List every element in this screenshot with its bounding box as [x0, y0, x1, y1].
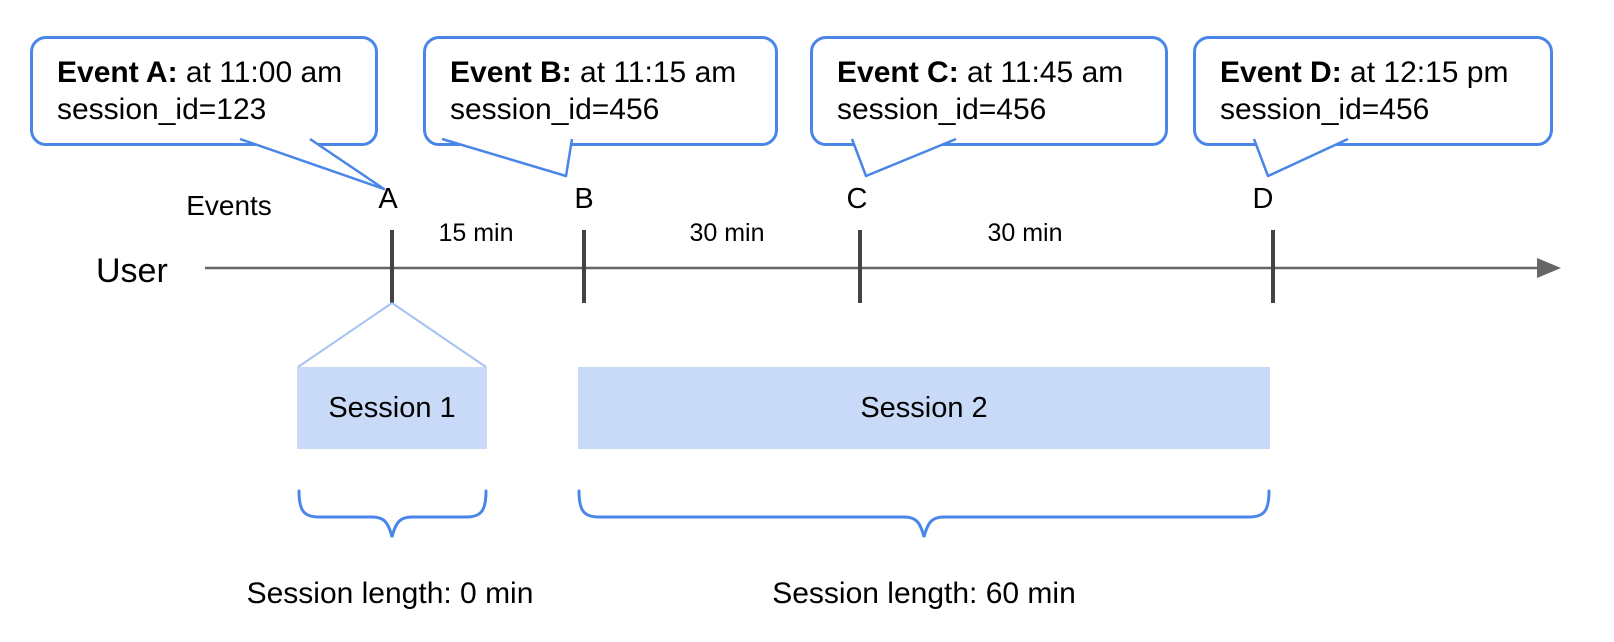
session-2-length-label: Session length: 60 min: [772, 577, 1076, 610]
event-b-callout-line1: Event B: at 11:15 am: [450, 54, 765, 91]
event-a-session-id: session_id=123: [57, 93, 267, 126]
event-c-session-id: session_id=456: [837, 93, 1047, 126]
event-b-time: at 11:15 am: [580, 56, 737, 89]
session-1-label: Session 1: [328, 391, 456, 424]
event-d-callout: Event D: at 12:15 pm session_id=456: [1193, 36, 1553, 146]
events-row-label: Events: [186, 190, 272, 221]
user-axis-label: User: [96, 252, 168, 290]
event-b-callout: Event B: at 11:15 am session_id=456: [423, 36, 778, 146]
timeline-arrowhead-icon: [1537, 258, 1561, 278]
event-a-time: at 11:00 am: [185, 56, 343, 89]
event-c-time: at 11:45 am: [967, 56, 1124, 89]
event-mark-d: D: [1252, 183, 1274, 215]
session-2-label: Session 2: [860, 391, 988, 424]
event-b-title: Event B:: [450, 56, 572, 89]
session-2-bar: Session 2: [578, 367, 1270, 449]
funnel-line-right: [391, 302, 487, 368]
session-1-brace-icon: [297, 489, 488, 538]
event-a-callout-line1: Event A: at 11:00 am: [57, 54, 365, 91]
event-a-title: Event A:: [57, 56, 178, 89]
event-mark-b: B: [574, 183, 594, 215]
funnel-line-left: [297, 302, 393, 368]
interval-c-d: 30 min: [987, 219, 1063, 247]
session-2-brace-icon: [577, 489, 1271, 538]
interval-b-c: 30 min: [689, 219, 765, 247]
event-b-session-id: session_id=456: [450, 93, 660, 126]
event-mark-a: A: [378, 183, 398, 215]
event-a-callout: Event A: at 11:00 am session_id=123: [30, 36, 378, 146]
event-a-callout-tail-icon: [239, 137, 386, 191]
event-c-title: Event C:: [837, 56, 959, 89]
session-1-bar: Session 1: [297, 367, 487, 449]
event-mark-c: C: [846, 183, 868, 215]
event-d-time: at 12:15 pm: [1350, 56, 1509, 89]
event-d-callout-line1: Event D: at 12:15 pm: [1220, 54, 1540, 91]
event-c-callout: Event C: at 11:45 am session_id=456: [810, 36, 1168, 146]
event-d-session-id: session_id=456: [1220, 93, 1430, 126]
session-1-length-label: Session length: 0 min: [246, 577, 534, 610]
event-d-title: Event D:: [1220, 56, 1342, 89]
event-c-callout-line1: Event C: at 11:45 am: [837, 54, 1155, 91]
interval-a-b: 15 min: [438, 219, 514, 247]
